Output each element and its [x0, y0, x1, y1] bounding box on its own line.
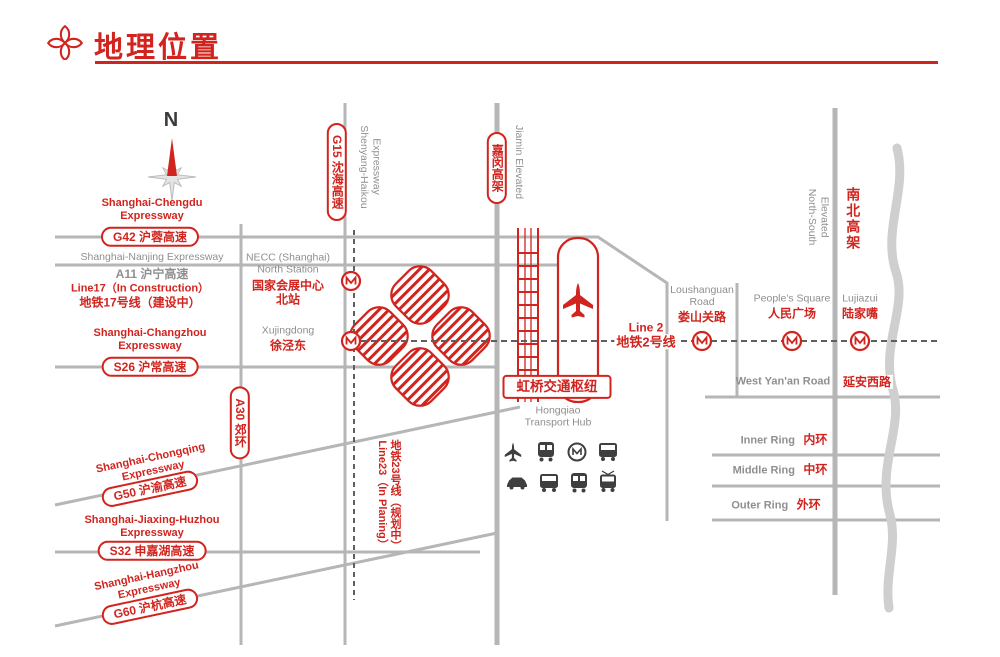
hub-transport-icons [504, 442, 617, 493]
train-icon [571, 473, 587, 493]
g42-expressway-label: Shanghai-Chengdu Expressway [101, 197, 203, 222]
s26-badge: S26 沪常高速 [101, 356, 199, 378]
outer-ring-label: Outer Ring 外环 [731, 497, 821, 512]
compass-north-label: N [163, 109, 179, 132]
plane-icon [504, 442, 522, 462]
metro-station-icons [340, 270, 871, 352]
a11-sub-label: A11 沪宁高速 [115, 266, 189, 281]
airplane-icon [563, 283, 593, 318]
road-g42 [55, 235, 669, 521]
line2-label: Line 2 地铁2号线 [614, 320, 678, 350]
metro-icon [340, 330, 362, 352]
west-yanan-zh-label: 延安西路 [840, 374, 894, 390]
compass-icon [147, 138, 197, 202]
hongqiao-hub-badge: 虹桥交通枢纽 [502, 374, 612, 400]
north-south-elevated-en-label: North-South Elevated [806, 188, 831, 246]
jiamin-badge: 嘉闵高架 [486, 132, 508, 204]
west-yanan-en-label: West Yan'an Road [735, 375, 831, 388]
a30-badge: A30 郊环 [229, 386, 251, 460]
north-south-elevated-zh-label: 南北高架 [845, 187, 862, 251]
airport-runway [556, 236, 600, 404]
train-icon [538, 442, 554, 462]
bus-icon [540, 474, 558, 492]
metro-icon [849, 330, 871, 352]
loushanguan-station-label: Loushanguan Road 娄山关路 [670, 284, 734, 324]
brand-flower-icon [46, 24, 84, 60]
metro-icon [340, 270, 362, 292]
g42-badge: G42 沪蓉高速 [100, 226, 200, 248]
inner-ring-label: Inner Ring 内环 [740, 432, 828, 447]
title-underline [95, 61, 938, 64]
lujiazui-station-label: Lujiazui 陆家嘴 [841, 292, 879, 322]
metro-icon [781, 330, 803, 352]
necc-north-station-label: NECC (Shanghai) North Station 国家会展中心 北站 [245, 251, 331, 307]
page-title: 地理位置 [94, 32, 223, 64]
middle-ring-label: Middle Ring 中环 [732, 462, 828, 477]
bus-icon [599, 443, 617, 461]
metro-icon [691, 330, 713, 352]
s26-expressway-label: Shanghai-Changzhou Expressway [93, 327, 207, 352]
xujingdong-station-label: Xujingdong 徐泾东 [261, 324, 315, 354]
g15-en-label: Shenyang-Haikou Expressway [358, 125, 383, 209]
railway-tracks [517, 228, 539, 402]
g15-badge: G15 沈海高速 [326, 122, 348, 222]
tram-icon [600, 470, 616, 492]
jiamin-en-label: Jiamin Elevated [513, 124, 526, 200]
metro-icon [567, 442, 587, 462]
car-icon [507, 477, 527, 490]
hongqiao-hub-en-label: Hongqiao Transport Hub [524, 404, 592, 429]
line23-label: Line23（In Planing） 地铁23号线（规划中） [376, 439, 401, 551]
s32-expressway-label: Shanghai-Jiaxing-Huzhou Expressway [84, 514, 220, 539]
necc-clover-building [349, 265, 491, 407]
a11-expressway-label: Shanghai-Nanjing Expressway [80, 250, 224, 263]
peoples-square-station-label: People's Square 人民广场 [753, 292, 831, 322]
huangpu-river [881, 143, 905, 613]
line17-label: Line17（In Construction） 地铁17号线（建设中） [70, 282, 210, 310]
compass-north-arrow [167, 138, 177, 176]
s32-badge: S32 申嘉湖高速 [97, 540, 207, 562]
